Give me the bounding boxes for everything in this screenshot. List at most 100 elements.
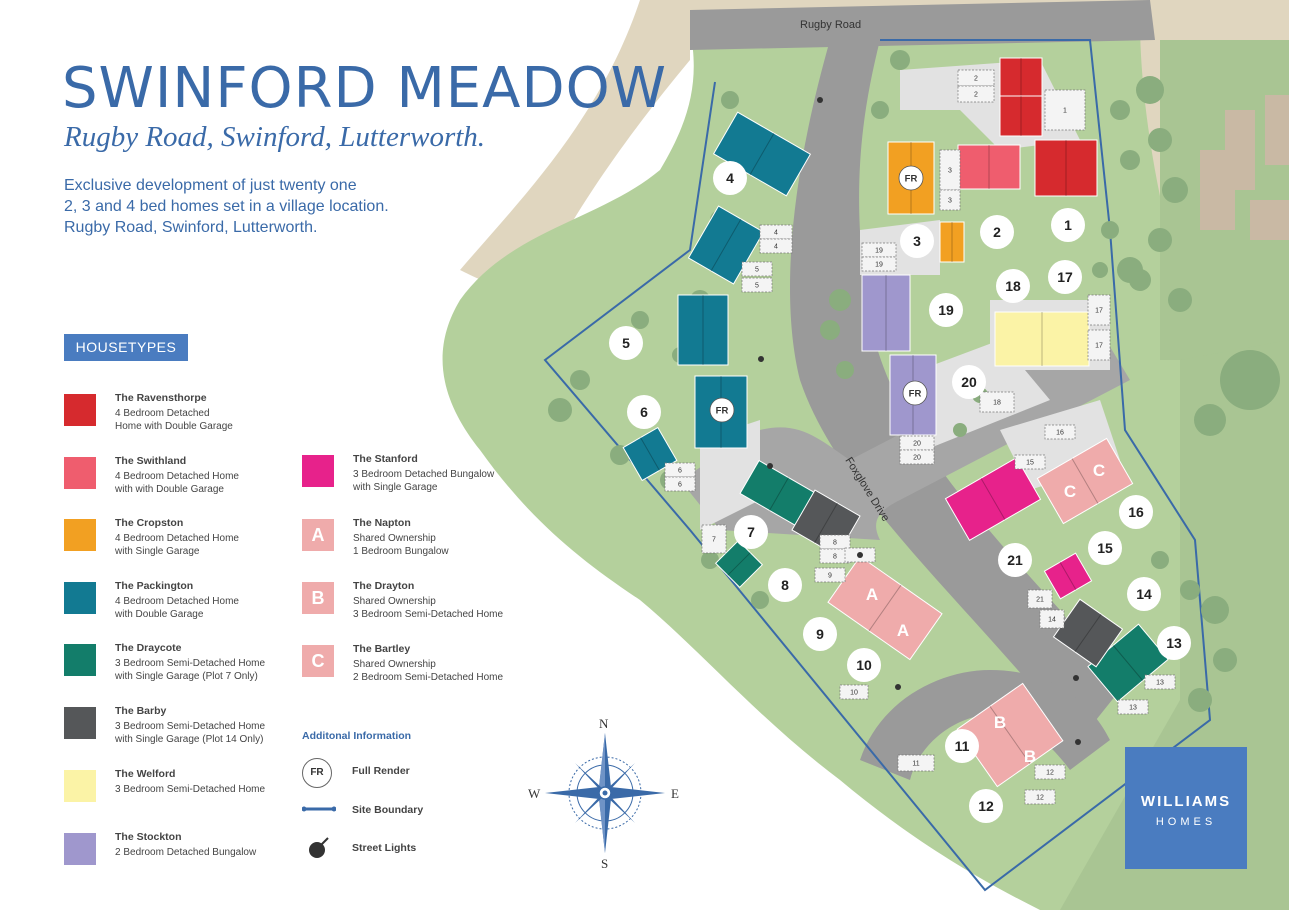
housetype-desc: with Single Garage (Plot 14 Only) xyxy=(115,734,264,745)
plot-number-label: 16 xyxy=(1128,504,1144,520)
housetype-swatch xyxy=(64,770,96,802)
tree xyxy=(1168,288,1192,312)
parking: 2213319191717445518202066788991011151621… xyxy=(664,69,1176,805)
plot-number-label: 8 xyxy=(781,577,789,593)
tree xyxy=(953,423,967,437)
parking-number: 8 xyxy=(833,540,837,547)
plot-number: 15 xyxy=(1088,531,1122,565)
parking-number: 19 xyxy=(875,248,883,255)
house xyxy=(939,221,965,263)
parking-slot xyxy=(664,476,696,492)
sand-left xyxy=(460,0,690,289)
tree xyxy=(1162,177,1188,203)
rugby-road xyxy=(690,0,1155,50)
parking-number: 2 xyxy=(974,76,978,83)
street-light-icon xyxy=(857,552,863,558)
parking-slot xyxy=(1024,789,1056,805)
street-light-icon xyxy=(1073,675,1079,681)
plot-number-label: 20 xyxy=(961,374,977,390)
parking-slot xyxy=(759,224,793,240)
parking-slot xyxy=(1087,294,1111,326)
parking-number: 16 xyxy=(1056,430,1064,437)
fr-icon: FR xyxy=(302,758,332,788)
tree xyxy=(836,361,854,379)
parking-number: 9 xyxy=(828,573,832,580)
plot-number: 16 xyxy=(1119,495,1153,529)
fr-badge: FR xyxy=(709,397,735,423)
parking-number: 6 xyxy=(678,468,682,475)
plot-number-label: 17 xyxy=(1057,269,1073,285)
williams-homes-logo: WILLIAMS HOMES xyxy=(1125,747,1247,869)
parking-slot xyxy=(1044,89,1086,131)
housetype-name: The Stanford xyxy=(353,453,418,465)
parking-slot xyxy=(1144,674,1176,690)
parking-number: 5 xyxy=(755,267,759,274)
parking-number: 8 xyxy=(833,554,837,561)
parking-number: 21 xyxy=(1036,597,1044,604)
house xyxy=(887,141,935,215)
house xyxy=(1034,139,1098,197)
house xyxy=(861,274,911,352)
street-light-icon xyxy=(309,837,329,858)
plot-number: 8 xyxy=(768,568,802,602)
tree xyxy=(1120,150,1140,170)
street-light-icon xyxy=(758,356,764,362)
housetype-name: The Cropston xyxy=(115,517,184,529)
parking-slot xyxy=(839,684,869,700)
housetype-name: The Draycote xyxy=(115,642,182,654)
housetype-name: The Welford xyxy=(115,768,176,780)
tree xyxy=(1092,262,1108,278)
parking-number: 15 xyxy=(1026,460,1034,467)
plot-number-label: 1 xyxy=(1064,217,1072,233)
parking-number: 14 xyxy=(1048,617,1056,624)
parking-slot xyxy=(1014,454,1046,470)
house xyxy=(999,95,1043,137)
plot-number: 6 xyxy=(627,395,661,429)
lower-road xyxy=(860,670,1110,780)
tree xyxy=(871,101,889,119)
house xyxy=(1052,598,1124,668)
housetype-name: The Stockton xyxy=(115,831,182,843)
intro-text: Exclusive development of just twenty one… xyxy=(64,175,444,238)
plot-number: 20 xyxy=(952,365,986,399)
plot-number: 19 xyxy=(929,293,963,327)
plot-number: 9 xyxy=(803,617,837,651)
compass-s: S xyxy=(601,856,609,871)
fr-label: FR xyxy=(909,389,922,400)
intro-line: Rugby Road, Swinford, Lutterworth. xyxy=(64,219,318,236)
tree xyxy=(890,50,910,70)
parking-number: 20 xyxy=(913,441,921,448)
street-light-icon xyxy=(895,684,901,690)
compass-e: E xyxy=(671,786,679,801)
tree xyxy=(1188,688,1212,712)
housetype-name: The Bartley xyxy=(353,643,411,655)
plot-number: 21 xyxy=(998,543,1032,577)
housetype-name: The Drayton xyxy=(353,580,415,592)
parking-number: 12 xyxy=(1036,795,1044,802)
house xyxy=(714,539,764,589)
housetype-swatch: B xyxy=(302,582,334,614)
house xyxy=(694,375,748,449)
site-boundary-label: Site Boundary xyxy=(352,804,424,816)
housetype-swatch xyxy=(64,707,96,739)
foxglove-drive xyxy=(790,40,1120,740)
housetype-swatch xyxy=(302,455,334,487)
plot-number-label: 19 xyxy=(938,302,954,318)
plot-number: 13 xyxy=(1157,626,1191,660)
plot-number-label: 14 xyxy=(1136,586,1152,602)
parking-number: 20 xyxy=(913,455,921,462)
shared-ownership-letter: B xyxy=(994,713,1006,732)
parking-slot xyxy=(939,189,961,211)
parking-slot xyxy=(1087,329,1111,361)
house xyxy=(1043,552,1093,600)
parking-slot xyxy=(1034,764,1066,780)
parking-number: 4 xyxy=(774,244,778,251)
parking-number: 2 xyxy=(974,92,978,99)
plot-number: 3 xyxy=(900,224,934,258)
plot-number: 11 xyxy=(945,729,979,763)
housetypes-header: HOUSETYPES xyxy=(64,334,188,361)
plot-number-label: 12 xyxy=(978,798,994,814)
parking-slot xyxy=(664,462,696,478)
plot-number: 1 xyxy=(1051,208,1085,242)
